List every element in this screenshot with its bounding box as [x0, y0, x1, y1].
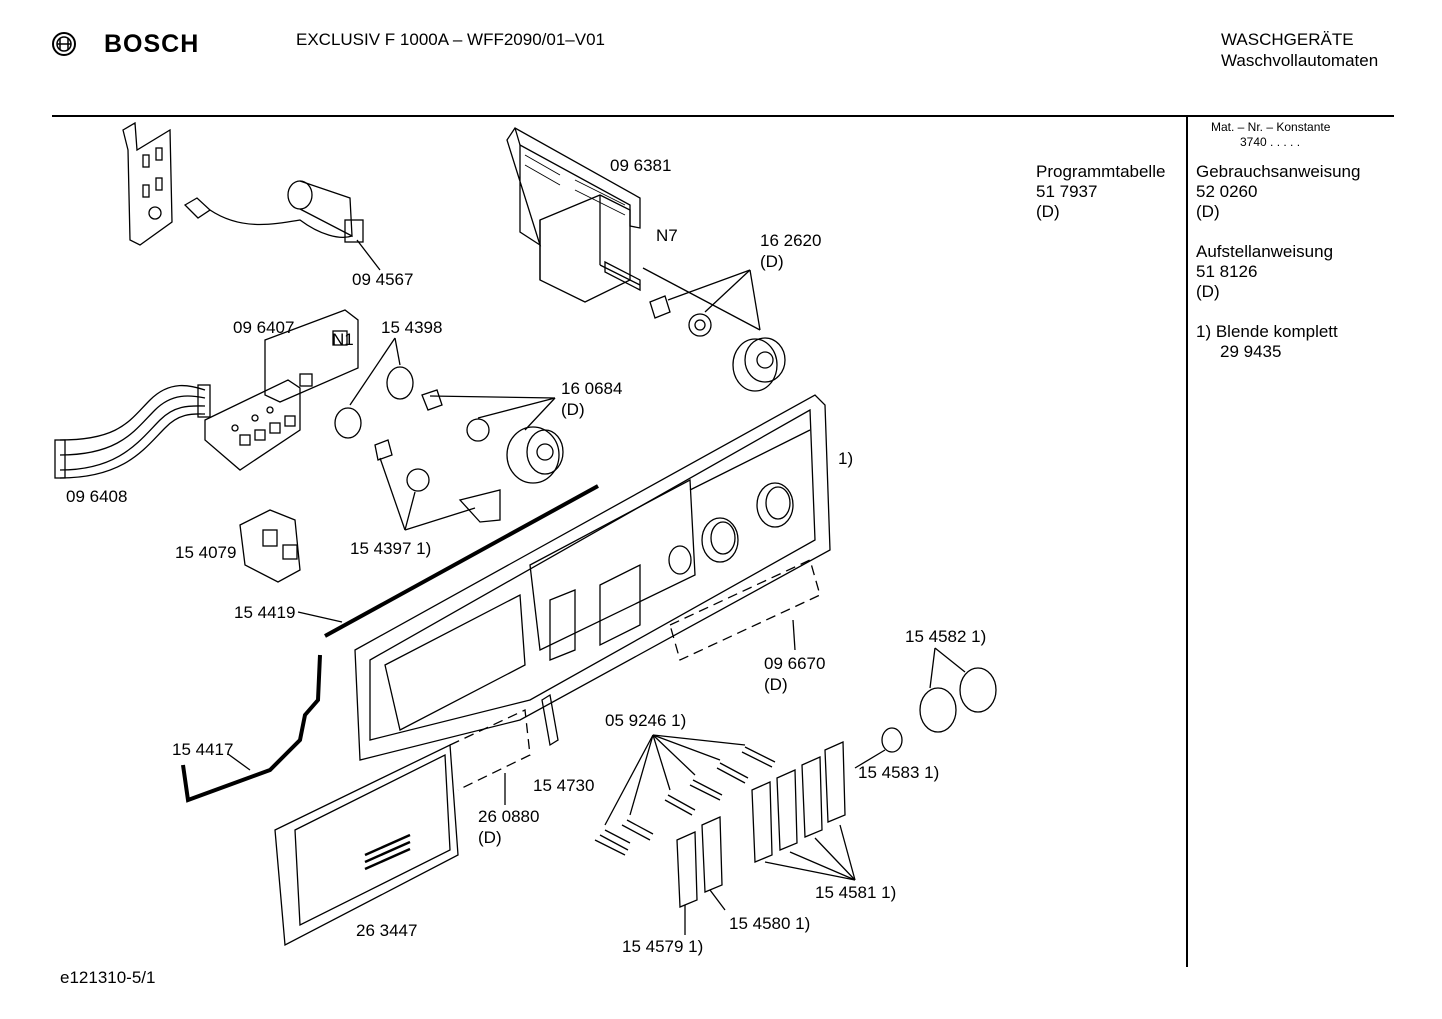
part-label: 15 4397 1) — [350, 539, 432, 558]
part-label: (D) — [764, 675, 788, 694]
control-panel-part — [354, 394, 831, 761]
aufstell-number: 51 8126 — [1196, 262, 1258, 281]
part-label: 09 6407 — [233, 318, 295, 337]
subcategory-title: Waschvollautomaten — [1221, 51, 1379, 70]
part-label: (D) — [478, 828, 502, 847]
gebrauch-lang: (D) — [1196, 202, 1220, 221]
part-label: 15 4581 1) — [815, 883, 897, 902]
model-title: EXCLUSIV F 1000A – WFF2090/01–V01 — [296, 30, 606, 49]
part-label: 26 3447 — [356, 921, 418, 940]
part-label: 15 4398 — [381, 318, 443, 337]
gebrauch-number: 52 0260 — [1196, 182, 1258, 201]
aufstell-lang: (D) — [1196, 282, 1220, 301]
window-096670-part — [669, 559, 821, 661]
part-label: 15 4419 — [234, 603, 296, 622]
part-label: (D) — [561, 400, 585, 419]
knob-154398-part — [334, 337, 564, 531]
drawer-263447-part — [274, 709, 531, 947]
capacitor-part — [183, 180, 381, 271]
part-label: N1 — [332, 330, 354, 349]
part-label: 26 0880 — [478, 807, 540, 826]
clips-154580-part — [676, 816, 726, 935]
part-label: 09 6408 — [66, 487, 128, 506]
programm-number: 51 7937 — [1036, 182, 1098, 201]
mat-nr-value: 3740 . . . . . — [1240, 135, 1301, 149]
part-label: 09 6670 — [764, 654, 826, 673]
part-label: 15 4579 1) — [622, 937, 704, 956]
knobs-154582-part — [854, 647, 997, 769]
mat-nr-header: Mat. – Nr. – Konstante — [1211, 120, 1331, 134]
clips-154581-part — [751, 741, 856, 881]
part-label: 09 6381 — [610, 156, 672, 175]
blende-label: 1) Blende komplett — [1196, 322, 1338, 341]
switch-154079-part — [239, 509, 301, 583]
part-label: 15 4580 1) — [729, 914, 811, 933]
part-label: 1) — [838, 449, 854, 468]
programm-lang: (D) — [1036, 202, 1060, 221]
cable-154419-part — [324, 484, 599, 638]
springs-059246-part — [594, 734, 776, 856]
part-label: 15 4417 — [172, 740, 234, 759]
part-label: 16 0684 — [561, 379, 623, 398]
circuit-board-n7-part — [506, 127, 761, 331]
part-label: (D) — [760, 252, 784, 271]
connector-162620-part — [649, 269, 786, 392]
header-divider — [52, 115, 1394, 117]
diagram-code: e121310-5/1 — [60, 968, 156, 987]
gebrauch-label: Gebrauchsanweisung — [1196, 162, 1361, 181]
category-title: WASCHGERÄTE — [1221, 30, 1354, 49]
bracket-part — [122, 121, 173, 246]
part-label: 09 4567 — [352, 270, 414, 289]
blende-number: 29 9435 — [1220, 342, 1282, 361]
sidebar-divider — [1186, 117, 1188, 967]
aufstell-label: Aufstellanweisung — [1196, 242, 1334, 261]
part-label: 15 4079 — [175, 543, 237, 562]
circuit-board-n1-part — [204, 309, 359, 471]
part-label: 15 4583 1) — [858, 763, 940, 782]
ribbon-cable-part — [54, 384, 211, 479]
part-label: 05 9246 1) — [605, 711, 687, 730]
part-label: 15 4582 1) — [905, 627, 987, 646]
programm-label: Programmtabelle — [1036, 162, 1166, 181]
lightguide-154730-part — [541, 693, 559, 747]
bosch-logo-icon — [52, 32, 76, 56]
part-label: N7 — [656, 226, 678, 245]
part-label: 16 2620 — [760, 231, 822, 250]
part-label: 15 4730 — [533, 776, 595, 795]
brand-logo: BOSCH — [104, 30, 200, 58]
hose-154417-part — [181, 654, 322, 803]
